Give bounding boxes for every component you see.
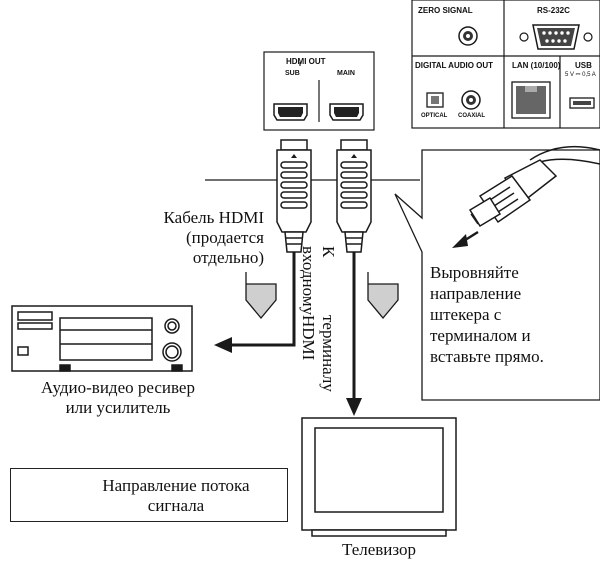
arrowhead-receiver: [214, 337, 232, 353]
television: [301, 417, 457, 537]
digital-audio-out-label: DIGITAL AUDIO OUT: [415, 61, 494, 70]
signal-flow-arrow-left: [245, 272, 277, 320]
hdmi-main-port: [329, 103, 364, 121]
legend-box: [10, 468, 288, 522]
receiver-label-line1: Аудио-видео ресивер: [41, 378, 195, 397]
callout-line5: вставьте прямо.: [430, 347, 544, 366]
cable-label-line2: (продается: [185, 228, 264, 247]
rs232c-label: RS-232C: [537, 6, 570, 15]
cable-label-line3: отдельно): [192, 248, 264, 267]
legend-text: Направление потока сигнала: [66, 476, 286, 516]
callout-text: Выровняйте направление штекера с термина…: [430, 262, 596, 367]
usb-rating-label: 5 V ⎓ 0,5 A: [565, 72, 596, 78]
cable-label-line1: Кабель HDMI: [163, 208, 264, 227]
legend-line1: Направление потока: [102, 476, 250, 495]
enlarged-hdmi-plug: [452, 145, 600, 248]
cable-to-receiver: [230, 252, 296, 347]
to-input-label-line2: терминалу HDMI: [299, 315, 338, 392]
zero-signal-label: ZERO SIGNAL: [418, 6, 473, 15]
lan-port: [511, 81, 551, 119]
rs232c-connector: [519, 24, 593, 50]
hdmi-main-label: MAIN: [337, 70, 355, 77]
usb-label: USB: [575, 61, 592, 70]
to-input-label-line1: К входному: [299, 246, 338, 316]
receiver-label: Аудио-видео ресивер или усилитель: [0, 378, 236, 418]
callout-frame: [394, 149, 600, 401]
callout-line3: штекера с: [430, 305, 502, 324]
coaxial-port: [461, 90, 481, 110]
usb-port: [569, 97, 595, 109]
to-input-label: К входному терминалу HDMI: [298, 246, 338, 416]
zero-signal-jack: [458, 26, 478, 46]
av-receiver: [11, 305, 193, 372]
optical-label: OPTICAL: [421, 113, 448, 119]
arrowhead-tv: [346, 398, 362, 416]
coaxial-label: COAXIAL: [458, 113, 485, 119]
legend-line2: сигнала: [147, 496, 205, 515]
tv-label: Телевизор: [341, 540, 417, 559]
callout-line1: Выровняйте: [430, 263, 519, 282]
hdmi-plug-main: [336, 139, 372, 253]
cable-label: Кабель HDMI (продается отдельно): [110, 208, 264, 268]
receiver-label-line2: или усилитель: [65, 398, 171, 417]
optical-port: [426, 92, 444, 108]
hdmi-sub-port: [273, 103, 308, 121]
signal-flow-arrow-right: [367, 272, 399, 320]
hdmi-plug-sub: [276, 139, 312, 253]
hdmi-sub-label: SUB: [285, 70, 300, 77]
hdmi-out-title: HDMI OUT: [286, 57, 326, 66]
callout-line4: терминалом и: [430, 326, 531, 345]
callout-line2: направление: [430, 284, 522, 303]
lan-label: LAN (10/100): [512, 61, 561, 70]
